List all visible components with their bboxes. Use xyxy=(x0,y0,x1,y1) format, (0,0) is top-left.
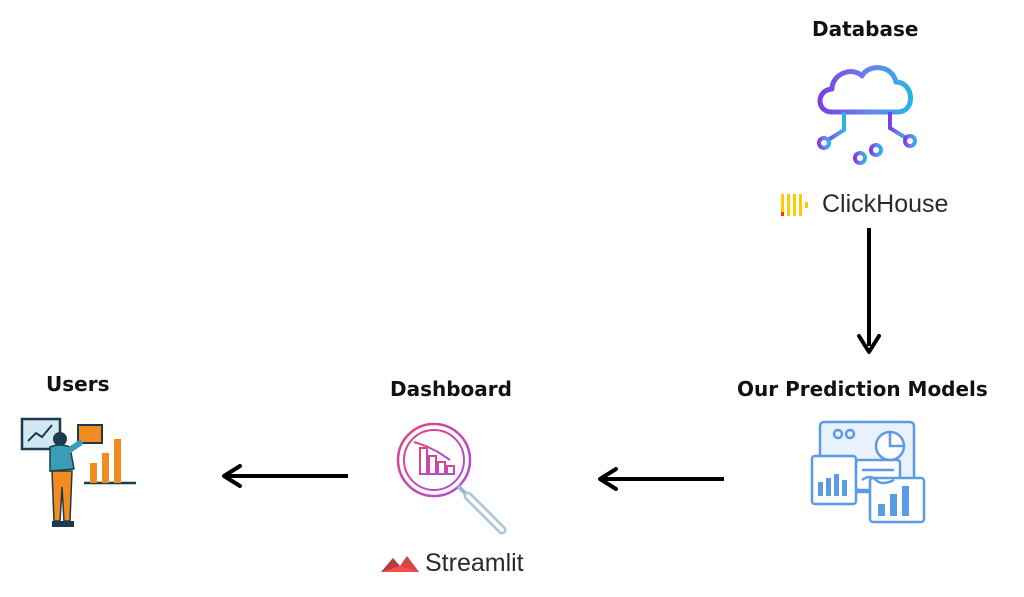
models-title: Our Prediction Models xyxy=(737,377,988,401)
person-at-laptop-icon xyxy=(20,417,136,527)
users-title: Users xyxy=(46,372,110,396)
clickhouse-red-block xyxy=(781,212,784,216)
clickhouse-bar xyxy=(793,194,796,216)
analytics-dashboard-icon xyxy=(810,420,926,524)
database-title: Database xyxy=(812,17,919,41)
clickhouse-logo-icon xyxy=(781,194,808,216)
arrow-dashboard-to-users xyxy=(222,464,348,488)
clickhouse-bar xyxy=(799,194,802,216)
streamlit-brand: Streamlit xyxy=(425,549,524,577)
clickhouse-bar xyxy=(805,202,808,208)
cloud-network-icon xyxy=(817,65,917,165)
arrow-database-to-models xyxy=(857,228,881,354)
clickhouse-bar xyxy=(787,194,790,216)
magnifier-chart-icon xyxy=(396,422,507,535)
dashboard-title: Dashboard xyxy=(390,377,512,401)
clickhouse-bar xyxy=(781,194,784,216)
arrow-models-to-dashboard xyxy=(598,467,724,491)
streamlit-logo-icon xyxy=(381,556,419,572)
clickhouse-brand: ClickHouse xyxy=(822,190,949,218)
